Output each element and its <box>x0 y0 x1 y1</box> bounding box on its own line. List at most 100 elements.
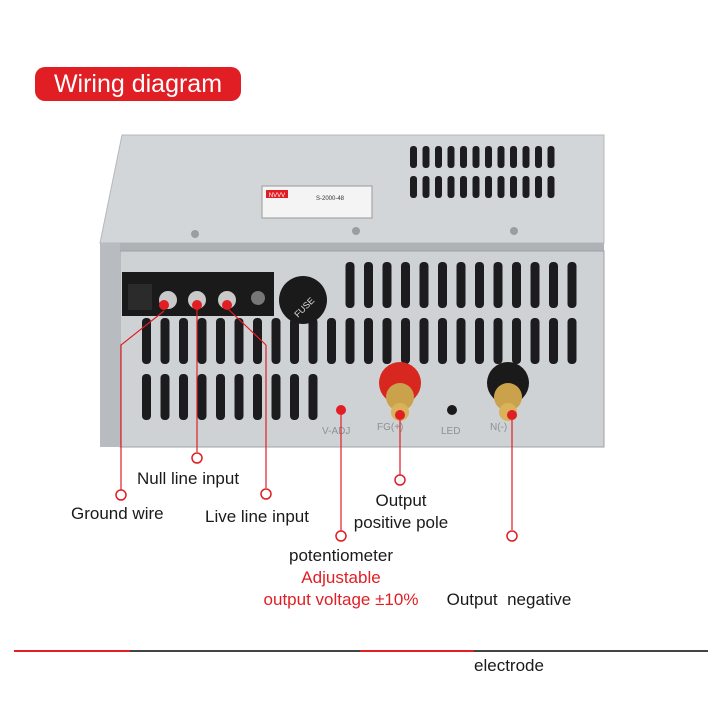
vent-slot <box>456 262 466 308</box>
vent-slot <box>271 318 281 364</box>
vent-slot <box>290 318 299 364</box>
front-vents <box>142 262 577 420</box>
vent-slot <box>510 146 517 168</box>
divider-accent <box>360 650 474 652</box>
vent-slot <box>422 176 430 198</box>
vent-slot <box>327 318 336 364</box>
vent-slot <box>549 262 558 308</box>
title-badge: Wiring diagram <box>35 67 241 101</box>
product-label: NVVV S-2000-48 <box>261 185 373 219</box>
callout-lines <box>120 307 513 531</box>
vent-slot <box>401 318 410 364</box>
divider-left <box>14 650 130 652</box>
vent-slot <box>535 146 542 168</box>
vent-slot <box>497 146 505 168</box>
vent-slot <box>522 146 530 168</box>
vent-slot <box>472 176 480 198</box>
brand-text: NVVV <box>269 193 285 199</box>
vent-slot <box>512 262 521 308</box>
vent-slot <box>382 262 392 308</box>
output-positive-label: Output positive pole <box>353 491 449 532</box>
vent-slot <box>253 374 262 420</box>
callout-points <box>159 300 517 420</box>
vent-slot <box>345 262 355 308</box>
vent-slot <box>308 374 318 420</box>
vent-slot <box>160 318 170 364</box>
vent-slot <box>535 176 542 198</box>
housing-shadow <box>100 243 604 251</box>
vent-slot <box>197 374 207 420</box>
vent-slot <box>530 318 540 364</box>
vent-slot <box>510 176 517 198</box>
divider-right <box>474 650 708 652</box>
positive-label-text: FG(+) <box>377 422 403 433</box>
screw <box>510 227 518 235</box>
vent-slot <box>447 146 455 168</box>
vent-slot <box>438 262 447 308</box>
vent-slot <box>216 374 225 420</box>
vent-slot <box>549 318 558 364</box>
vent-slot <box>522 176 530 198</box>
positive-terminal <box>379 362 421 421</box>
vent-slot <box>364 262 373 308</box>
vent-slot <box>308 318 318 364</box>
top-vents <box>410 146 555 198</box>
vent-slot <box>456 318 466 364</box>
potentiometer-label: potentiometer Adjustable output voltage … <box>263 546 419 609</box>
vent-slot <box>485 146 492 168</box>
null-line-label: Null line input <box>137 469 240 488</box>
vent-slot <box>271 374 281 420</box>
model-text: S-2000-48 <box>316 196 345 202</box>
vent-slot <box>419 318 429 364</box>
vent-slot <box>216 318 225 364</box>
live-line-label: Live line input <box>205 507 309 526</box>
vent-slot <box>234 374 244 420</box>
ground-wire-label: Ground wire <box>71 504 164 523</box>
divider-mid <box>130 650 360 652</box>
vent-slot <box>475 318 484 364</box>
vent-slot <box>410 146 417 168</box>
vent-slot <box>512 318 521 364</box>
vent-slot <box>382 318 392 364</box>
output-negative-label: Output negative electrode <box>446 590 572 675</box>
vent-slot <box>142 374 151 420</box>
callout-ends <box>115 452 518 542</box>
vent-slot <box>345 318 355 364</box>
led-indicator <box>447 405 457 415</box>
front-panel-left-edge <box>100 243 120 447</box>
vent-slot <box>160 374 170 420</box>
vent-slot <box>460 146 467 168</box>
vent-slot <box>567 262 577 308</box>
vent-slot <box>422 146 430 168</box>
vent-slot <box>447 176 455 198</box>
screw <box>191 230 199 238</box>
vent-slot <box>493 262 503 308</box>
vent-slot <box>401 262 410 308</box>
vent-slot <box>197 318 207 364</box>
vent-slot <box>435 146 442 168</box>
vent-slot <box>493 318 503 364</box>
vent-slot <box>290 374 299 420</box>
vadj-text: V-ADJ <box>322 426 350 437</box>
vent-slot <box>410 176 417 198</box>
vent-slot <box>485 176 492 198</box>
vent-slot <box>435 176 442 198</box>
vent-slot <box>419 262 429 308</box>
vent-slot <box>472 146 480 168</box>
vent-slot <box>438 318 447 364</box>
fuse-holder: FUSE <box>279 276 327 324</box>
vent-slot <box>497 176 505 198</box>
vent-slot <box>475 262 484 308</box>
vent-slot <box>530 262 540 308</box>
negative-label-text: N(-) <box>490 422 507 433</box>
vent-slot <box>179 374 188 420</box>
vent-slot <box>142 318 151 364</box>
screw <box>352 227 360 235</box>
vent-slot <box>460 176 467 198</box>
vent-slot <box>547 146 555 168</box>
vent-slot <box>253 318 262 364</box>
vent-slot <box>234 318 244 364</box>
vent-slot <box>364 318 373 364</box>
vent-slot <box>547 176 555 198</box>
